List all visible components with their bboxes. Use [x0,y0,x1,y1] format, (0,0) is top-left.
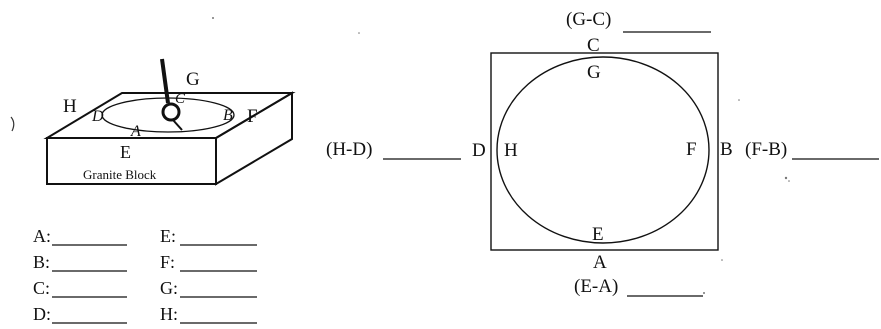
block-side-face [215,91,293,186]
stray-mark [10,116,15,132]
block-label-b: B [223,107,233,124]
inner-label-right: F [686,139,697,160]
block-label-e: E [120,142,131,162]
granite-block [43,91,296,186]
block-label-h: H [63,96,77,117]
outer-label-bottom: A [593,252,607,273]
dial-indicator-icon [161,102,181,122]
answer-label-b: B: [33,252,50,272]
diff-label-left: (H-D) [326,139,372,160]
diff-label-bottom: (E-A) [574,276,618,297]
answer-label-c: C: [33,278,50,298]
indicator-stem [160,58,170,104]
block-label-a: A [130,123,141,140]
diff-label-right: (F-B) [745,139,787,160]
top-view-circle [496,56,710,244]
block-label-d: D [91,108,104,125]
block-caption: Granite Block [83,167,157,182]
outer-label-left: D [472,140,486,161]
answer-label-f: F: [160,252,175,272]
top-view-square [490,52,719,251]
indicator-tip [172,119,183,131]
block-label-f: F [247,106,258,127]
answer-label-h: H: [160,304,178,324]
scan-specks [212,17,790,294]
block-label-c: C [175,91,186,107]
inner-label-bottom: E [592,224,604,245]
outer-label-top: C [587,35,600,56]
answer-label-e: E: [160,226,176,246]
outer-label-right: B [720,139,733,160]
answer-list: A: E: B: F: C: G: D: H: [33,226,257,324]
inner-label-left: H [504,140,518,161]
answer-label-g: G: [160,278,178,298]
inner-label-top: G [587,62,601,83]
diff-label-top: (G-C) [566,9,611,30]
answer-label-a: A: [33,226,51,246]
answer-label-d: D: [33,304,51,324]
block-label-g: G [186,69,200,90]
